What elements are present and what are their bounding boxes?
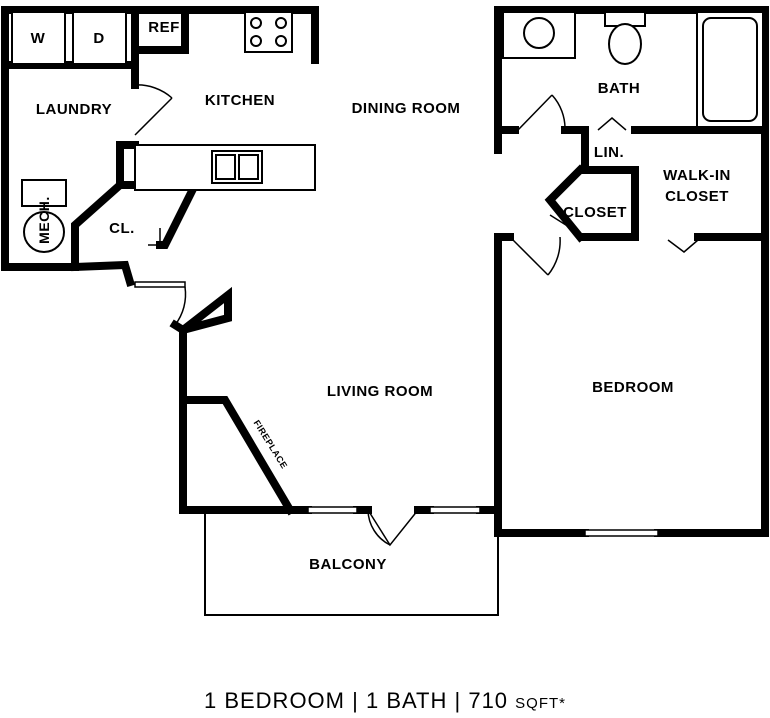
doors (134, 84, 699, 547)
label-kitchen: KITCHEN (205, 92, 275, 109)
label-laundry: LAUNDRY (36, 101, 112, 118)
label-linen: LIN. (594, 144, 624, 161)
water-heater (23, 211, 65, 253)
label-closet: CLOSET (563, 204, 627, 221)
square-footage-unit: SQFT* (515, 695, 567, 712)
bedroom-count: 1 BEDROOM (203, 688, 345, 713)
label-walkin-closet-1: WALK-IN (663, 167, 731, 184)
label-closet-small: CL. (109, 220, 135, 237)
separator: | (454, 688, 462, 713)
balcony-outline (204, 510, 499, 616)
dryer (72, 11, 127, 65)
walls (1, 6, 769, 537)
label-bath: BATH (598, 80, 641, 97)
bath-count: 1 BATH (365, 688, 448, 713)
label-walkin-closet-2: CLOSET (665, 188, 729, 205)
toilet-bowl (608, 23, 642, 65)
label-living-room: LIVING ROOM (327, 383, 433, 400)
room-labels: W D LAUNDRY MECH. CL. REF KITCHEN DINING… (31, 19, 731, 573)
label-bedroom: BEDROOM (592, 379, 674, 396)
square-footage: 710 (468, 688, 509, 713)
washer (11, 11, 66, 65)
label-fireplace: FIREPLACE (252, 418, 290, 470)
separator: | (352, 688, 359, 713)
label-dryer: D (93, 30, 104, 47)
stove (244, 11, 293, 53)
label-balcony: BALCONY (309, 556, 387, 573)
label-refrigerator: REF (148, 19, 180, 36)
bath-sink (523, 17, 555, 49)
unit-summary: 1 BEDROOM | 1 BATH | 710 SQFT* (0, 688, 770, 714)
label-dining-room: DINING ROOM (352, 100, 461, 117)
label-washer: W (31, 30, 46, 47)
water-heater-box (21, 179, 67, 207)
windows (134, 281, 659, 537)
fixtures (11, 11, 764, 253)
label-mech: MECH. (36, 196, 52, 244)
